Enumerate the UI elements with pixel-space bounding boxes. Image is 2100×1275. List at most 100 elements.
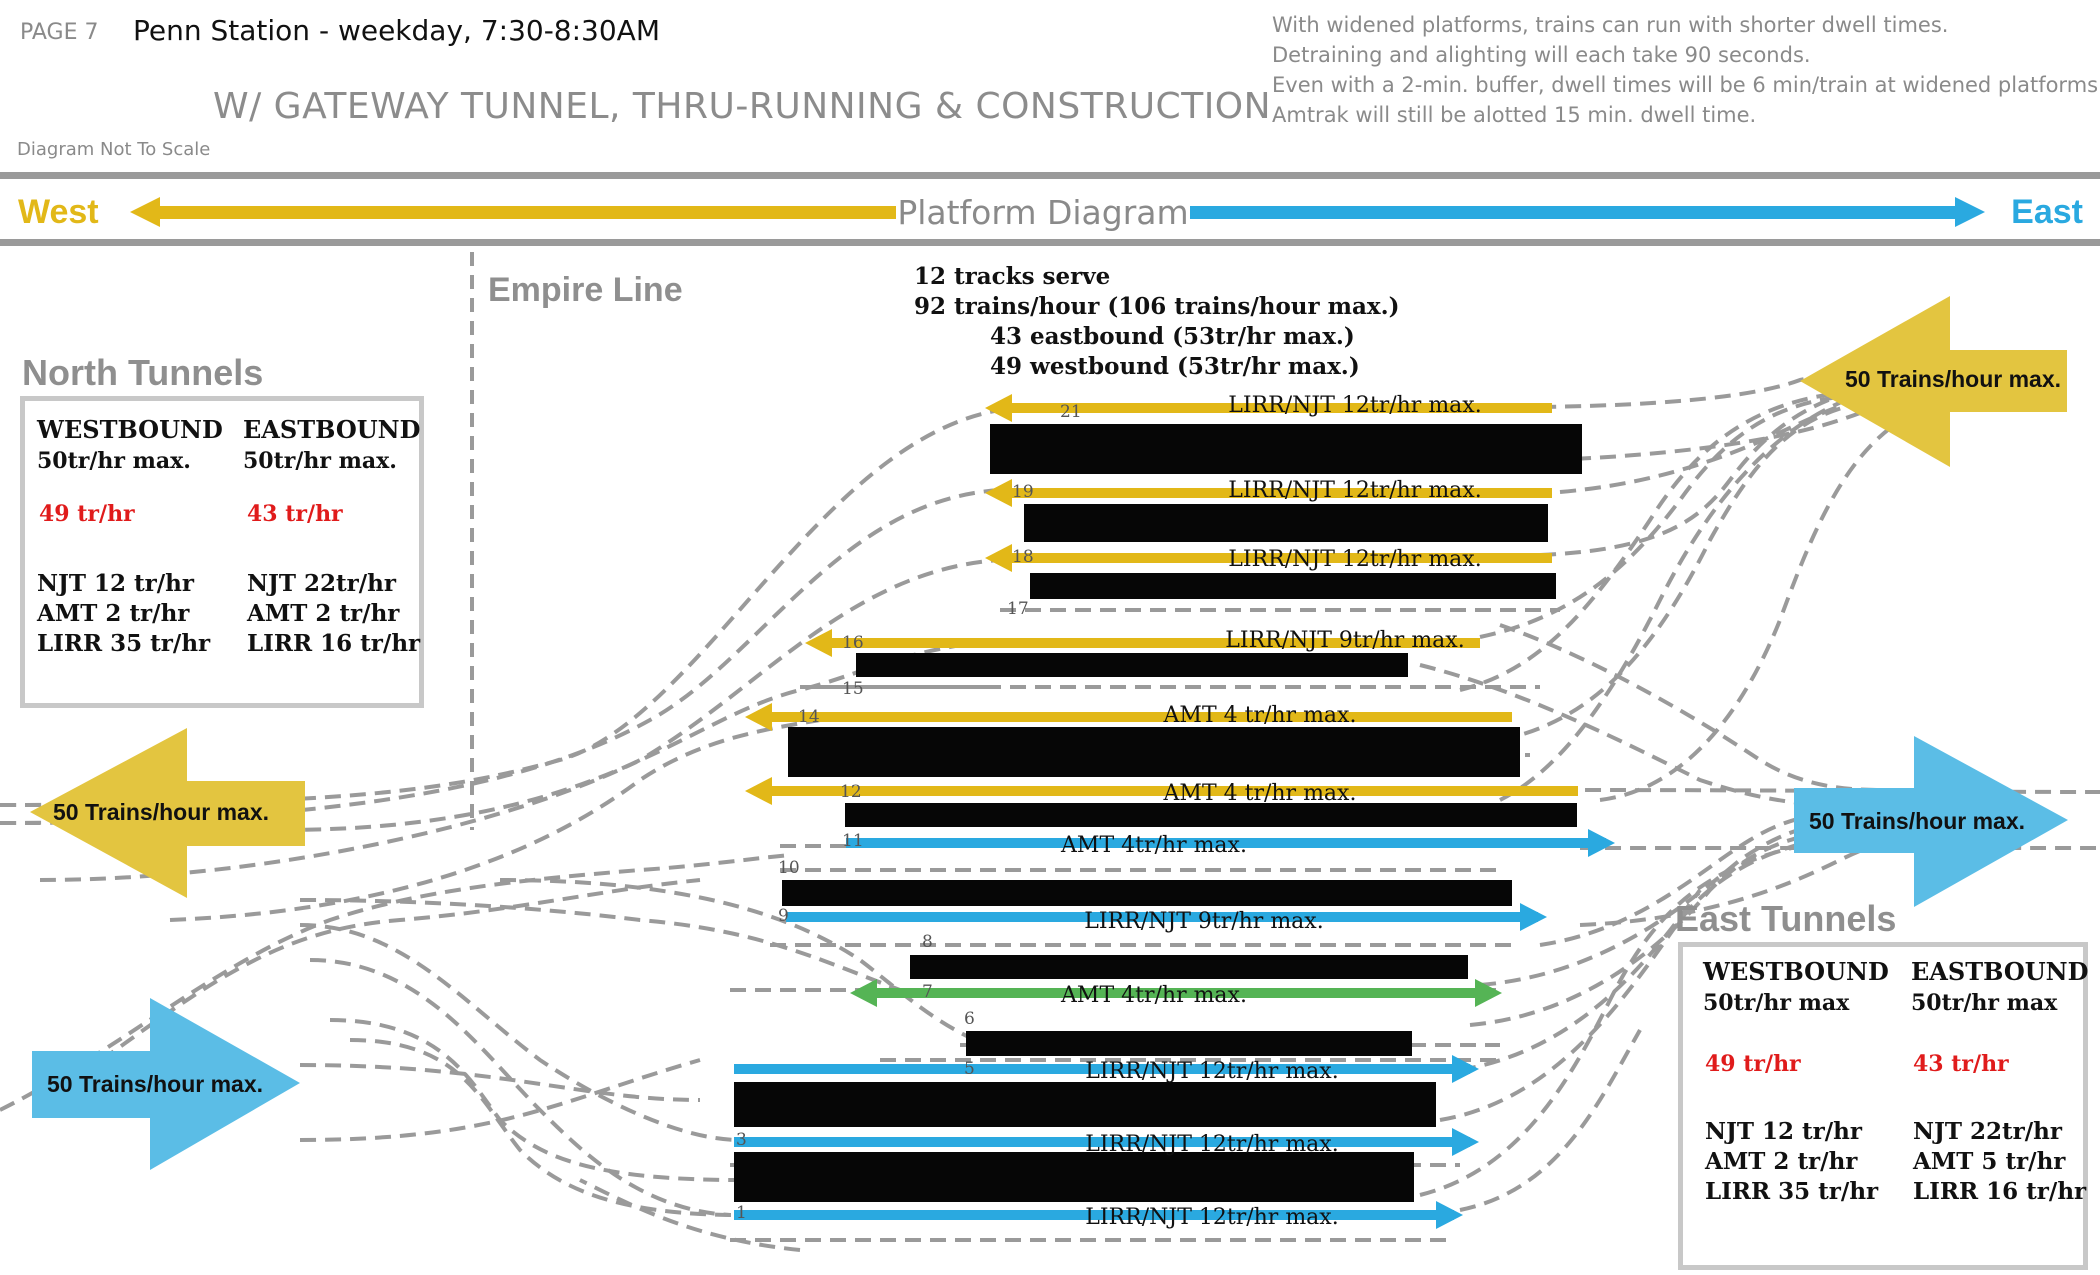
track-labels: LIRR/NJT 12tr/hr max. LIRR/NJT 12tr/hr m…: [1060, 393, 1482, 1230]
summary-line: 92 trains/hour (106 trains/hour max.): [914, 293, 1400, 320]
track-numbers: 21 19 18 17 16 15 14 12 11 10 9 8 7 6 5 …: [736, 402, 1082, 1223]
track-label: LIRR/NJT 12tr/hr max.: [1228, 547, 1481, 572]
westbound-heading: WESTBOUND: [37, 415, 223, 444]
westbound-heading: WESTBOUND: [1703, 957, 1889, 986]
track-label: LIRR/NJT 9tr/hr max.: [1225, 628, 1464, 653]
westbound-rows: NJT 12 tr/hr AMT 2 tr/hr LIRR 35 tr/hr: [37, 569, 210, 659]
track-label: AMT 4 tr/hr max.: [1163, 781, 1357, 806]
summary-line: 43 eastbound (53tr/hr max.): [990, 323, 1355, 350]
track-number: 18: [1012, 547, 1034, 567]
platform: [1024, 504, 1548, 542]
track-label: AMT 4tr/hr max.: [1060, 983, 1247, 1008]
track-arrow: [734, 1055, 1479, 1083]
platform: [845, 803, 1577, 827]
track-capacity-summary: 12 tracks serve 92 trains/hour (106 trai…: [914, 262, 1399, 382]
east-banner-arrow: [1190, 197, 1985, 227]
track-number: 17: [1007, 599, 1029, 619]
dwell-time-notes: With widened platforms, trains can run w…: [1272, 10, 2100, 130]
track-label: LIRR/NJT 12tr/hr max.: [1085, 1205, 1338, 1230]
east-top-capacity-arrow: [1800, 296, 2067, 467]
eastbound-max: 50tr/hr max: [1911, 990, 2058, 1016]
track-number: 9: [778, 906, 789, 926]
east-eastbound-column: EASTBOUND 50tr/hr max: [1911, 957, 2088, 1016]
note-line: Amtrak will still be alotted 15 min. dwe…: [1272, 103, 1757, 127]
west-mid-capacity-arrow: [30, 728, 305, 898]
platform: [910, 955, 1468, 979]
track-arrow: [734, 1128, 1479, 1156]
rate-row: LIRR 35 tr/hr: [37, 630, 211, 657]
rate-row: NJT 22tr/hr: [1913, 1118, 2063, 1145]
banner-top-rule: [0, 172, 2100, 179]
track-number: 7: [922, 982, 933, 1002]
track-arrow: [745, 703, 1512, 731]
westbound-rate: 49 tr/hr: [1705, 1051, 1801, 1077]
rate-row: AMT 2 tr/hr: [37, 600, 190, 627]
rate-row: AMT 2 tr/hr: [1705, 1148, 1858, 1175]
track-arrow: [786, 903, 1547, 931]
platform: [966, 1031, 1412, 1056]
platform: [1030, 573, 1556, 599]
platform: [734, 1152, 1414, 1202]
summary-line: 49 westbound (53tr/hr max.): [990, 353, 1360, 380]
west-banner-arrow: [130, 197, 896, 227]
rate-row: NJT 22tr/hr: [247, 570, 397, 597]
rate-row: NJT 12 tr/hr: [1705, 1118, 1863, 1145]
track-label: LIRR/NJT 12tr/hr max.: [1085, 1132, 1338, 1157]
track-number: 10: [778, 858, 800, 878]
track-arrow: [745, 777, 1578, 805]
west-bottom-capacity-arrow: [32, 998, 300, 1170]
platform: [856, 653, 1408, 677]
east-label: East: [2011, 193, 2083, 231]
rate-row: LIRR 35 tr/hr: [1705, 1178, 1879, 1205]
track-number: 21: [1060, 402, 1082, 422]
track-number: 14: [798, 707, 820, 727]
east-westbound-column: WESTBOUND 50tr/hr max: [1703, 957, 1889, 1016]
track-arrow: [850, 979, 1502, 1007]
note-line: With widened platforms, trains can run w…: [1272, 13, 1949, 37]
track-arrow: [985, 544, 1552, 572]
summary-line: 12 tracks serve: [914, 263, 1111, 290]
track-arrow: [846, 829, 1615, 857]
rate-row: LIRR 16 tr/hr: [247, 630, 421, 657]
eastbound-rows: NJT 22tr/hr AMT 5 tr/hr LIRR 16 tr/hr: [1913, 1117, 2086, 1207]
eastbound-max: 50tr/hr max.: [243, 448, 397, 474]
north-tunnels-title: North Tunnels: [22, 352, 264, 393]
rate-row: AMT 5 tr/hr: [1913, 1148, 2066, 1175]
track-number: 3: [736, 1130, 747, 1150]
diagram-subtitle: W/ GATEWAY TUNNEL, THRU-RUNNING & CONSTR…: [213, 86, 1272, 127]
track-number: 16: [842, 633, 864, 653]
track-label: AMT 4tr/hr max.: [1060, 833, 1247, 858]
track-arrow: [805, 629, 1480, 657]
east-tunnels-title: East Tunnels: [1675, 898, 1897, 939]
track-label: AMT 4 tr/hr max.: [1163, 703, 1357, 728]
track-label: LIRR/NJT 12tr/hr max.: [1085, 1059, 1338, 1084]
page-number: PAGE 7: [20, 20, 99, 45]
track-arrow: [985, 394, 1552, 422]
track-label: LIRR/NJT 9tr/hr max.: [1084, 909, 1323, 934]
east-tunnels-panel: WESTBOUND 50tr/hr max EASTBOUND 50tr/hr …: [1678, 942, 2088, 1270]
track-label: LIRR/NJT 12tr/hr max.: [1228, 478, 1481, 503]
empire-line-label: Empire Line: [488, 271, 683, 309]
page-title: Penn Station - weekday, 7:30-8:30AM: [133, 14, 660, 47]
westbound-max: 50tr/hr max.: [37, 448, 191, 474]
rate-row: NJT 12 tr/hr: [37, 570, 195, 597]
capacity-label: 50 Trains/hour max.: [47, 1071, 263, 1097]
platform: [734, 1082, 1436, 1127]
track-number: 15: [842, 679, 864, 699]
track-label: LIRR/NJT 12tr/hr max.: [1228, 393, 1481, 418]
platform-diagram-title: Platform Diagram: [897, 193, 1188, 232]
capacity-label: 50 Trains/hour max.: [1845, 366, 2061, 392]
platform: [990, 424, 1582, 474]
north-eastbound-column: EASTBOUND 50tr/hr max.: [243, 415, 420, 474]
eastbound-heading: EASTBOUND: [1911, 957, 2089, 986]
eastbound-heading: EASTBOUND: [243, 415, 421, 444]
scale-note: Diagram Not To Scale: [17, 139, 211, 160]
north-westbound-column: WESTBOUND 50tr/hr max.: [37, 415, 223, 474]
track-number: 6: [964, 1009, 975, 1029]
track-number: 8: [922, 932, 933, 952]
eastbound-rate: 43 tr/hr: [247, 501, 343, 527]
platform: [788, 727, 1520, 777]
north-tunnels-panel: WESTBOUND 50tr/hr max. EASTBOUND 50tr/hr…: [20, 396, 424, 708]
east-mid-capacity-arrow: [1794, 736, 2068, 907]
